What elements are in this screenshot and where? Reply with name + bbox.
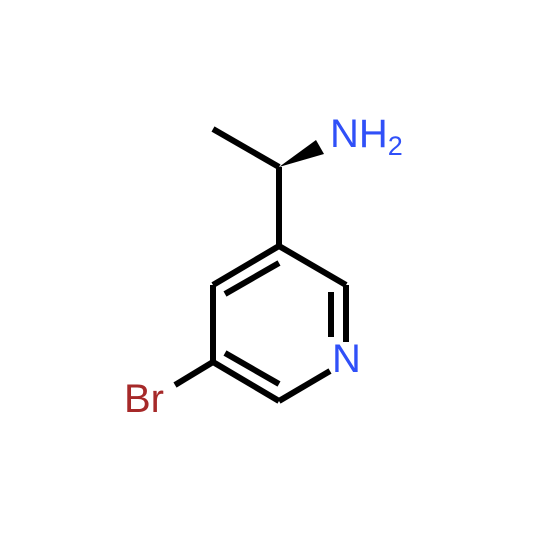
amine-label: NH2 (330, 112, 403, 161)
bond-c5-br (173, 359, 215, 388)
bond-c4-c3 (211, 243, 281, 288)
bromine-label: Br (124, 377, 164, 421)
bond-c4-c3-inner (223, 260, 281, 297)
bond-c3-c2 (277, 243, 348, 288)
bond-wedge-amine (279, 140, 324, 167)
ring-nitrogen-label: N (332, 337, 361, 381)
bond-c6-c5 (211, 359, 281, 404)
bond-c6-c5-inner (223, 350, 281, 387)
bond-methyl (211, 126, 281, 170)
bond-n1-c6 (277, 368, 332, 404)
